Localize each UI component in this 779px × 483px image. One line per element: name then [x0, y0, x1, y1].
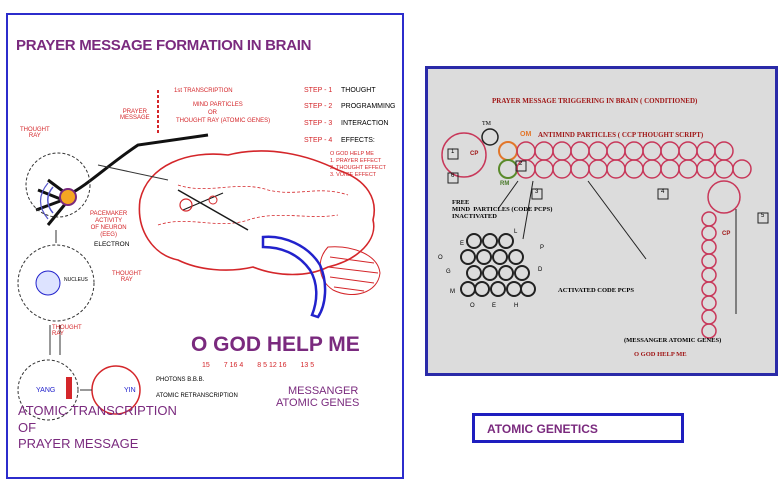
- code-group: 13 5: [300, 362, 314, 369]
- step1-label: STEP - 1: [304, 87, 332, 94]
- effects-list: O GOD HELP ME 1. PRAYER EFFECT 2. THOUGH…: [330, 151, 386, 179]
- step3-value: INTERACTION: [341, 120, 388, 127]
- or-label: OR: [208, 110, 217, 116]
- pacemaker-label: PACEMAKER ACTIVITY OF NEURON (EEG): [90, 211, 127, 239]
- step4-label: STEP - 4: [304, 137, 332, 144]
- brain-inner-line: [158, 215, 338, 225]
- tm-label: TM: [482, 121, 491, 127]
- caption-label: ATOMIC GENETICS: [487, 422, 598, 436]
- yang-label: YANG: [36, 387, 55, 394]
- thought-ray-label-2: THOUGHT RAY: [112, 271, 142, 283]
- effect-line: 2. THOUGHT EFFECT: [330, 165, 386, 172]
- rm-circle: [499, 160, 517, 178]
- letter-o2: O: [470, 303, 475, 309]
- antimind-label: ANTIMIND PARTICLES ( CCP THOUGHT SCRIPT): [538, 131, 703, 139]
- om-circle: [499, 142, 517, 160]
- cp-large-circle: [708, 181, 740, 213]
- caption-box: ATOMIC GENETICS: [472, 413, 684, 443]
- step4-value: EFFECTS:: [341, 137, 375, 144]
- atomic-retranscription-label: ATOMIC RETRANSCRIPTION: [156, 393, 238, 399]
- box-label-3: 3: [535, 189, 538, 195]
- free-mind-label: FREE MIND PARTICLES (CODE PCPS) INACTIVA…: [452, 199, 552, 220]
- box-label-6: 6: [451, 173, 454, 179]
- messanger-label: MESSANGER: [288, 385, 358, 397]
- cp-label: CP: [470, 151, 478, 157]
- nucleus-label: NUCLEUS: [64, 277, 88, 283]
- headline-o-god-help-me: O GOD HELP ME: [191, 333, 360, 357]
- letter-e2: E: [492, 303, 496, 309]
- cerebellum: [320, 247, 380, 295]
- rm-label: RM: [500, 181, 509, 187]
- code-group: 7 16 4: [224, 362, 243, 369]
- free-particles: [461, 234, 535, 296]
- letter-o: O: [438, 255, 443, 261]
- atom-nucleus: [36, 271, 60, 295]
- letter-d: D: [538, 267, 542, 273]
- messanger-genes-label: (MESSANGER ATOMIC GENES): [624, 337, 721, 344]
- box-label-1: 1: [451, 149, 454, 155]
- atomic-transcription-label: ATOMIC TRANSCRIPTION: [18, 403, 177, 418]
- letter-h: H: [514, 303, 518, 309]
- step2-value: PROGRAMMING: [341, 103, 395, 110]
- tm-circle: [482, 129, 498, 145]
- right-diagram-panel: PRAYER MESSAGE TRIGGERING IN BRAIN ( CON…: [425, 66, 778, 376]
- box-label-4: 4: [661, 189, 664, 195]
- brain-inner-line-2: [178, 185, 348, 195]
- yang-bar: [66, 377, 72, 399]
- yin-label: YIN: [124, 387, 136, 394]
- effect-line: O GOD HELP ME: [330, 151, 386, 158]
- of-label: OF: [18, 420, 36, 435]
- prayer-message-label: PRAYER MESSAGE: [120, 109, 150, 121]
- neuron-circle: [26, 153, 90, 217]
- step1-value: THOUGHT: [341, 87, 376, 94]
- box-label-2: 2: [519, 161, 522, 167]
- vertical-cp-chain: [702, 212, 716, 338]
- thought-ray-label-3: THOUGHT RAY: [52, 325, 82, 337]
- letter-p: P: [540, 245, 544, 251]
- activated-label: ACTIVATED CODE PCPS: [558, 287, 634, 294]
- photons-label: PHOTONS B.B.B.: [156, 377, 204, 383]
- prayer-message-bottom-label: PRAYER MESSAGE: [18, 436, 138, 451]
- code-group: 15: [202, 362, 210, 369]
- antimind-chain: [517, 142, 751, 178]
- letter-g: G: [446, 269, 451, 275]
- first-transcription-label: 1st TRANSCRIPTION: [174, 88, 233, 94]
- code-group: 8 5 12 16: [257, 362, 286, 369]
- letter-e: E: [460, 241, 464, 247]
- trigger-diagram-svg: [428, 69, 775, 373]
- cp-circle: [442, 133, 486, 177]
- left-diagram-panel: PRAYER MESSAGE FORMATION IN BRAIN: [6, 13, 404, 479]
- code-groups: 15 7 16 4 8 5 12 16 13 5: [202, 362, 314, 369]
- step3-label: STEP - 3: [304, 120, 332, 127]
- electron-label: ELECTRON: [94, 241, 129, 248]
- letter-l: L: [514, 229, 517, 235]
- step2-label: STEP - 2: [304, 103, 332, 110]
- atomic-genes-label: ATOMIC GENES: [276, 397, 359, 409]
- mind-particles-label: MIND PARTICLES: [193, 102, 243, 108]
- om-label: OM: [520, 131, 531, 138]
- thought-ray-genes-label: THOUGHT RAY (ATOMIC GENES): [176, 118, 270, 124]
- letter-m: M: [450, 289, 455, 295]
- o-god-label: O GOD HELP ME: [634, 351, 687, 358]
- brain-stem: [263, 237, 325, 317]
- effect-line: 1. PRAYER EFFECT: [330, 158, 386, 165]
- box-label-5: 5: [761, 213, 764, 219]
- effect-line: 3. VOICE EFFECT: [330, 172, 386, 179]
- neuron-nucleus: [60, 189, 76, 205]
- thought-ray-label: THOUGHT RAY: [20, 127, 50, 139]
- cp-vertical-label: CP: [722, 231, 730, 237]
